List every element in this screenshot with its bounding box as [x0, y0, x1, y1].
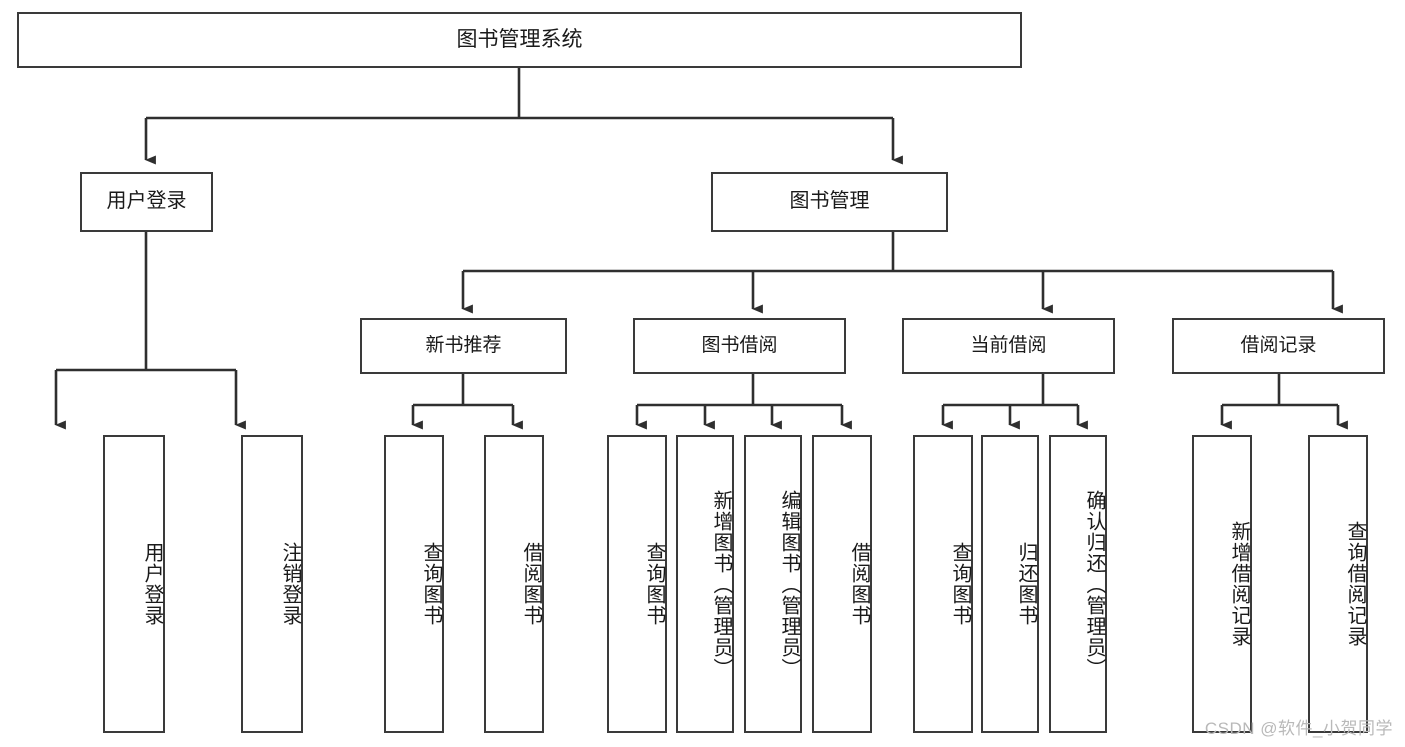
- node-root-label: 图书管理系统: [456, 27, 583, 51]
- leaf-query-book-current-label: 查询图书: [949, 542, 971, 626]
- leaf-query-record-label: 查询借阅记录: [1344, 521, 1366, 647]
- node-new-book-rec[interactable]: 新书推荐: [360, 318, 567, 374]
- node-book-manage-label: 图书管理: [789, 190, 870, 213]
- node-book-manage[interactable]: 图书管理: [711, 172, 948, 232]
- leaf-edit-book-label: 编辑图书（管理员）: [778, 489, 800, 679]
- leaf-user-logout-label: 注销登录: [279, 542, 301, 626]
- leaf-return-book[interactable]: 归还图书: [981, 435, 1039, 733]
- leaf-user-login-label: 用户登录: [141, 542, 163, 626]
- leaf-add-book-label: 新增图书（管理员）: [710, 489, 732, 679]
- node-current-borrow-label: 当前借阅: [970, 334, 1047, 356]
- node-book-borrow[interactable]: 图书借阅: [633, 318, 846, 374]
- node-book-borrow-label: 图书借阅: [701, 334, 778, 356]
- watermark: CSDN @软件_小贺同学: [1204, 719, 1393, 738]
- leaf-add-record[interactable]: 新增借阅记录: [1192, 435, 1252, 733]
- leaf-user-login[interactable]: 用户登录: [103, 435, 165, 733]
- node-new-book-rec-label: 新书推荐: [425, 334, 502, 356]
- leaf-borrow-book[interactable]: 借阅图书: [812, 435, 872, 733]
- node-user-login-label: 用户登录: [106, 190, 187, 213]
- leaf-query-book-current[interactable]: 查询图书: [913, 435, 973, 733]
- leaf-add-book[interactable]: 新增图书（管理员）: [676, 435, 734, 733]
- leaf-query-book-borrow[interactable]: 查询图书: [607, 435, 667, 733]
- leaf-user-logout[interactable]: 注销登录: [241, 435, 303, 733]
- leaf-confirm-return-label: 确认归还（管理员）: [1083, 489, 1105, 679]
- leaf-borrow-book-label: 借阅图书: [848, 542, 870, 626]
- leaf-return-book-label: 归还图书: [1015, 542, 1037, 626]
- leaf-query-book-rec-label: 查询图书: [420, 542, 442, 626]
- leaf-borrow-book-rec-label: 借阅图书: [520, 542, 542, 626]
- node-borrow-record-label: 借阅记录: [1240, 334, 1317, 356]
- leaf-borrow-book-rec[interactable]: 借阅图书: [484, 435, 544, 733]
- leaf-query-book-rec[interactable]: 查询图书: [384, 435, 444, 733]
- leaf-add-record-label: 新增借阅记录: [1228, 521, 1250, 647]
- leaf-edit-book[interactable]: 编辑图书（管理员）: [744, 435, 802, 733]
- leaf-query-book-borrow-label: 查询图书: [643, 542, 665, 626]
- node-borrow-record[interactable]: 借阅记录: [1172, 318, 1385, 374]
- node-root[interactable]: 图书管理系统: [17, 12, 1022, 68]
- leaf-query-record[interactable]: 查询借阅记录: [1308, 435, 1368, 733]
- node-current-borrow[interactable]: 当前借阅: [902, 318, 1115, 374]
- leaf-confirm-return[interactable]: 确认归还（管理员）: [1049, 435, 1107, 733]
- node-user-login[interactable]: 用户登录: [80, 172, 213, 232]
